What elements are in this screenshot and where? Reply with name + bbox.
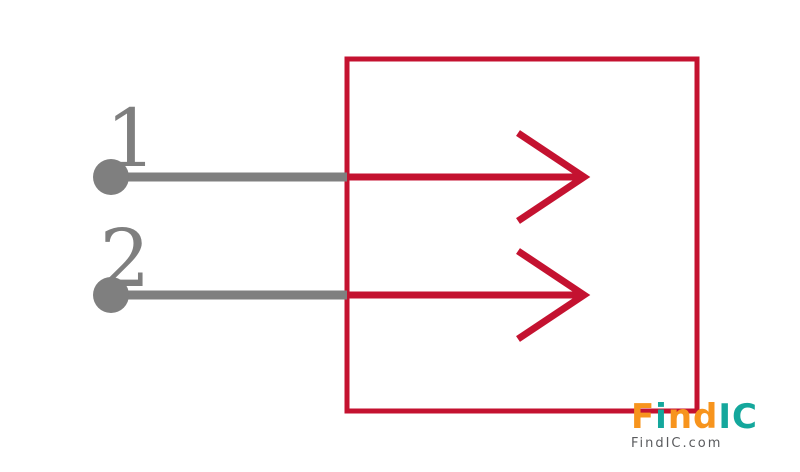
pin-2-terminal-dot: [93, 277, 129, 313]
pin-2-number-label: 2: [100, 212, 151, 305]
input-arrow-1-head: [516, 130, 591, 224]
logo-letter: i: [655, 397, 668, 437]
logo-letter: I: [718, 397, 733, 437]
logo-letter: n: [667, 397, 694, 437]
findic-domain-text: FindIC.com: [630, 436, 723, 451]
findic-logo: FindIC FindIC.com: [631, 400, 758, 450]
findic-logo-wordmark: FindIC: [631, 400, 758, 434]
input-arrow-2-head: [516, 248, 591, 342]
pin-1-number-label: 1: [106, 92, 157, 185]
component-body-box: [344, 56, 700, 414]
logo-letter: F: [630, 397, 656, 437]
logo-letter: C: [732, 397, 758, 437]
pin-1-terminal-dot: [93, 159, 129, 195]
logo-letter: d: [693, 397, 719, 437]
